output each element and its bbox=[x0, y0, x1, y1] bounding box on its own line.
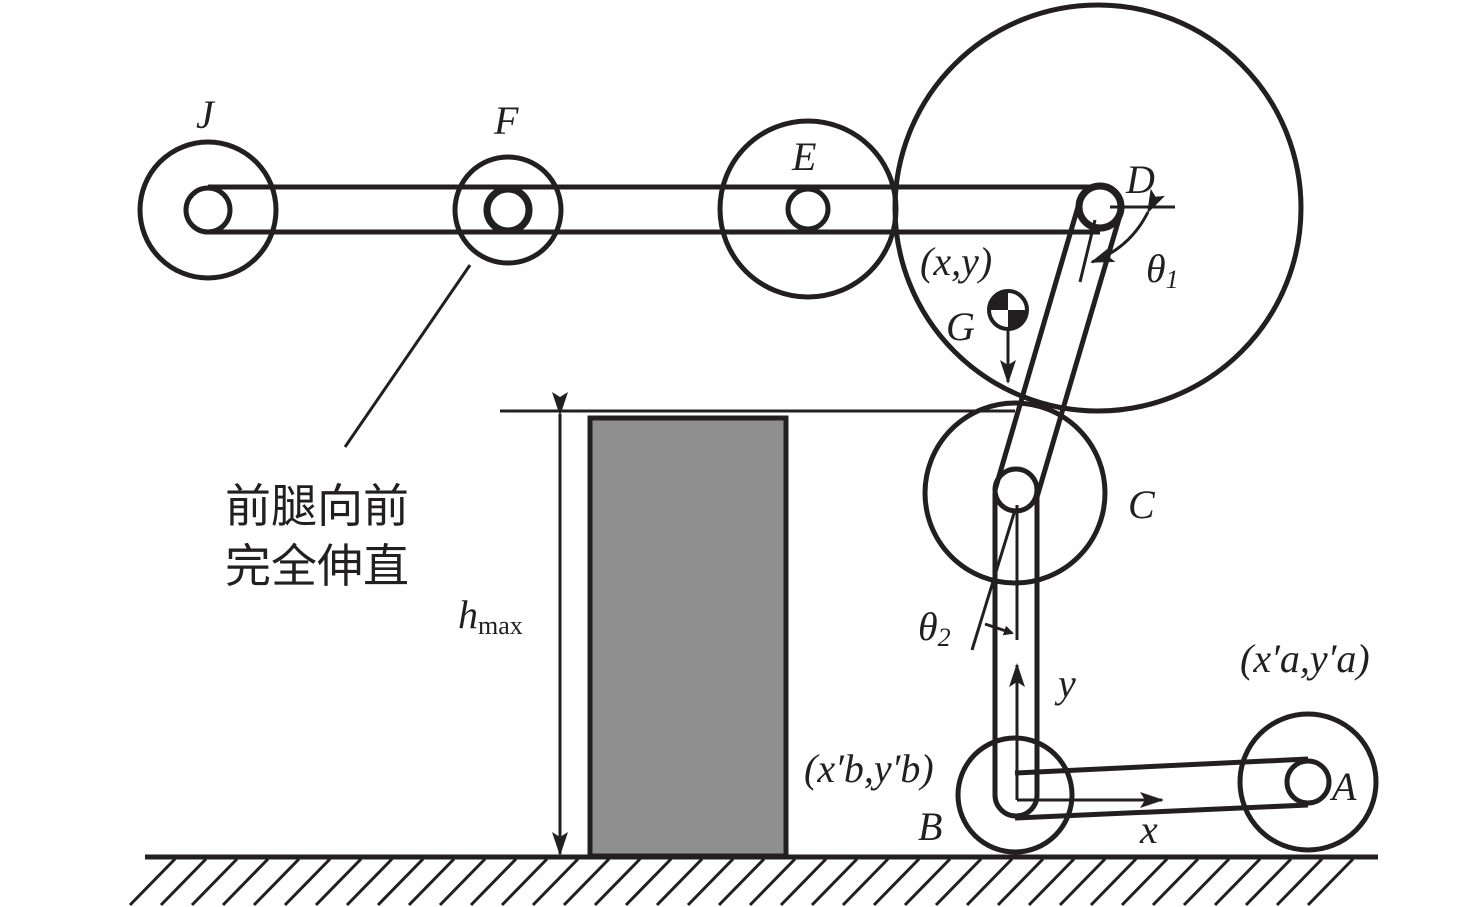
wheel-d-large bbox=[892, 2, 1304, 414]
theta1-link-line bbox=[1078, 219, 1097, 283]
theta2-link-line bbox=[970, 509, 1017, 651]
wheel-c bbox=[922, 400, 1108, 586]
ground-hatch bbox=[655, 857, 704, 907]
ground-hatch bbox=[934, 857, 983, 907]
ground-hatch bbox=[779, 857, 828, 907]
link-dc bbox=[992, 199, 1083, 491]
ground-hatch bbox=[624, 857, 673, 907]
annotation-line1: 前腿向前 bbox=[225, 479, 409, 533]
ground-hatch bbox=[128, 857, 177, 907]
joint-e bbox=[785, 186, 831, 232]
ground-hatch bbox=[345, 857, 394, 907]
label-g: G bbox=[946, 304, 975, 349]
label-x-axis: x bbox=[1139, 807, 1158, 852]
ground-hatch bbox=[996, 857, 1045, 907]
ground-hatch bbox=[1275, 857, 1324, 907]
label-c: C bbox=[1128, 482, 1156, 527]
label-j: J bbox=[196, 92, 216, 137]
ground-hatch bbox=[190, 857, 239, 907]
joint-c bbox=[992, 466, 1040, 514]
theta2-arrow bbox=[984, 622, 1014, 636]
annotation-line2: 完全伸直 bbox=[225, 539, 409, 593]
link-ba-edge bbox=[1014, 802, 1309, 821]
wheel-j bbox=[137, 139, 279, 281]
label-a: A bbox=[1329, 764, 1357, 809]
ground-hatch bbox=[531, 857, 580, 907]
obstacle bbox=[587, 415, 789, 859]
label-theta2: θ2 bbox=[918, 604, 951, 652]
ground-hatch bbox=[407, 857, 456, 907]
hmax-dimension bbox=[500, 392, 1015, 856]
wheel-e bbox=[717, 118, 899, 300]
ground-hatch bbox=[748, 857, 797, 907]
ground-hatch bbox=[283, 857, 332, 907]
ground-hatch bbox=[593, 857, 642, 907]
label-y-axis: y bbox=[1054, 661, 1076, 706]
wheel-f bbox=[452, 154, 564, 266]
ground-hatch bbox=[252, 857, 301, 907]
ground-hatch bbox=[438, 857, 487, 907]
joint-f bbox=[483, 185, 533, 235]
ground-hatch bbox=[1120, 857, 1169, 907]
link-ba bbox=[1014, 756, 1309, 776]
joint-a bbox=[1284, 758, 1332, 806]
label-e: E bbox=[791, 134, 816, 179]
ground-hatch bbox=[1151, 857, 1200, 907]
center-of-gravity-icon bbox=[987, 289, 1029, 384]
joint-b bbox=[992, 794, 1040, 819]
ground-hatch bbox=[903, 857, 952, 907]
ground-hatch bbox=[1244, 857, 1293, 907]
label-d: D bbox=[1125, 157, 1155, 202]
joint-j bbox=[183, 185, 233, 235]
ground-hatch bbox=[376, 857, 425, 907]
label-xy: (x,y) bbox=[920, 239, 992, 284]
ground-hatch bbox=[562, 857, 611, 907]
label-b: B bbox=[918, 804, 942, 849]
ground-hatch bbox=[1182, 857, 1231, 907]
theta1-arrow bbox=[1090, 188, 1165, 264]
ground-hatch bbox=[469, 857, 518, 907]
label-b-coord: (x′b,y′b) bbox=[804, 746, 934, 791]
wheel-a bbox=[1237, 711, 1379, 853]
ground-hatch bbox=[1089, 857, 1138, 907]
ground-hatch bbox=[810, 857, 859, 907]
ground-hatch bbox=[717, 857, 766, 907]
ground-hatch bbox=[314, 857, 363, 907]
ground-hatch bbox=[500, 857, 549, 907]
ground-hatch bbox=[221, 857, 270, 907]
ground-hatch bbox=[965, 857, 1014, 907]
label-f: F bbox=[493, 98, 519, 143]
annotation-leader bbox=[343, 264, 472, 448]
ground bbox=[128, 854, 1378, 907]
ground-hatch bbox=[686, 857, 735, 907]
ground-hatch bbox=[1058, 857, 1107, 907]
ground-hatch bbox=[872, 857, 921, 907]
ground-hatch bbox=[1027, 857, 1076, 907]
wheel-b bbox=[955, 735, 1075, 855]
label-a-coord: (x′a,y′a) bbox=[1240, 636, 1370, 681]
ground-hatch bbox=[1213, 857, 1262, 907]
ground-hatch bbox=[159, 857, 208, 907]
ground-hatch bbox=[841, 857, 890, 907]
label-theta1: θ1 bbox=[1146, 246, 1179, 294]
ground-hatch bbox=[1306, 857, 1355, 907]
label-hmax: hmax bbox=[458, 592, 523, 640]
